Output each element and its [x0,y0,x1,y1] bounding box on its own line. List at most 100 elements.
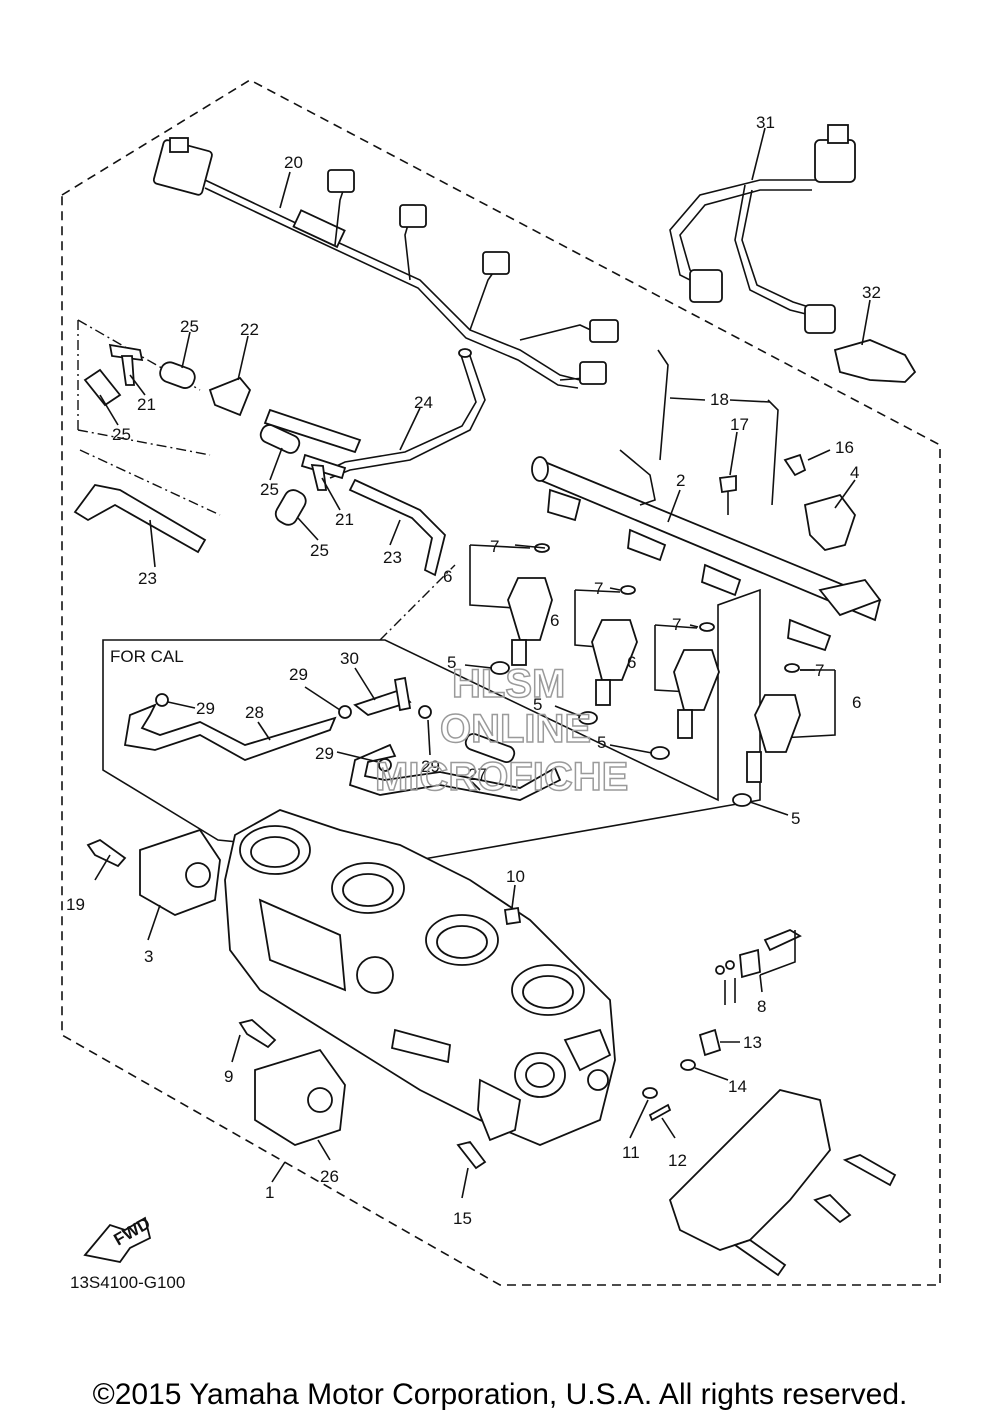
seal-c [650,746,670,760]
hose-23-right [348,478,446,577]
callout-17: 17 [730,415,749,434]
hose-23-frame [79,449,456,641]
bolt-a [842,1154,897,1187]
callout-29: 29 [315,744,334,763]
throttle-position-sensor [139,828,221,916]
sub-wire-harness [669,124,856,334]
clip-a [155,693,169,707]
fuel-pressure-sensor [803,493,857,551]
watermark-line-1: HLSM [452,662,565,706]
bolt-c [733,1239,787,1277]
callout-7: 7 [672,615,681,634]
callout-31: 31 [756,113,775,132]
cable-band-a [657,349,669,461]
callout-6: 6 [852,693,861,712]
seal-b [578,711,598,725]
harness-clamp [833,339,917,383]
washer-14 [680,1059,696,1071]
pin-12 [648,1103,672,1122]
o-ring-c [699,622,715,632]
callout-29: 29 [289,665,308,684]
callout-7: 7 [490,537,499,556]
callout-7: 7 [815,661,824,680]
callout-5: 5 [791,809,800,828]
callout-3: 3 [144,947,153,966]
callout-6: 6 [443,567,452,586]
hose-23-left [73,484,207,554]
callout-labels: 31 20 32 25 22 21 25 24 18 17 16 4 25 21… [66,113,881,1228]
callout-23: 23 [383,548,402,567]
joint-30 [353,688,412,716]
callout-12: 12 [668,1151,687,1170]
callout-25: 25 [260,480,279,499]
vacuum-joints [83,343,362,526]
washer-11 [642,1087,658,1099]
callout-28: 28 [245,703,264,722]
sensor-26 [254,1048,346,1146]
clip-d [378,758,392,772]
for-cal-frame [102,588,761,861]
clip-b [338,705,352,719]
callout-16: 16 [835,438,854,457]
callout-5: 5 [447,653,456,672]
screw-19 [86,838,127,868]
vacuum-hose-frame [77,319,211,456]
cap-13 [698,1028,722,1057]
for-cal-label: FOR CAL [110,647,184,666]
callout-29: 29 [421,757,440,776]
bolt-17 [718,474,737,494]
nut-10 [503,906,522,926]
fuel-injectors [507,577,801,783]
callout-7: 7 [594,579,603,598]
fwd-arrow-icon [83,1216,152,1263]
seal-d [732,793,752,807]
bolt-b [813,1193,852,1224]
callout-5: 5 [533,695,542,714]
callout-18: 18 [710,390,729,409]
callout-9: 9 [224,1067,233,1086]
callout-2: 2 [676,471,685,490]
screw-15 [456,1140,487,1170]
callout-5: 5 [597,733,606,752]
callout-19: 19 [66,895,85,914]
callout-6: 6 [627,653,636,672]
callout-26: 26 [320,1167,339,1186]
screw-set-8 [715,928,802,1005]
callout-14: 14 [728,1077,747,1096]
screw-9 [238,1019,277,1049]
callout-27: 27 [468,765,487,784]
callout-22: 22 [240,320,259,339]
callout-6: 6 [550,611,559,630]
o-ring-b [620,585,636,595]
clip-c [418,705,432,719]
cable-band-b [767,399,779,506]
callout-1: 1 [265,1183,274,1202]
callout-30: 30 [340,649,359,668]
watermark-line-3: MICROFICHE [375,755,628,799]
fuel-delivery-pipe [531,449,882,652]
callout-29: 29 [196,699,215,718]
callout-20: 20 [284,153,303,172]
callout-32: 32 [862,283,881,302]
hose-28 [123,703,337,761]
callout-4: 4 [850,463,859,482]
callout-24: 24 [414,393,433,412]
bracket [668,1089,831,1251]
callout-10: 10 [506,867,525,886]
throttle-body-assy [224,809,616,1146]
leader-lines [94,127,871,1199]
callout-21: 21 [137,395,156,414]
callout-23: 23 [138,569,157,588]
callout-25: 25 [310,541,329,560]
diagram-code: 13S4100-G100 [70,1273,185,1292]
wire-harness [152,137,619,479]
callout-21: 21 [335,510,354,529]
hose-27-cap [464,733,516,763]
callout-11: 11 [622,1143,640,1162]
callout-25: 25 [112,425,131,444]
callout-25: 25 [180,317,199,336]
callout-8: 8 [757,997,766,1016]
watermark: HLSM ONLINE MICROFICHE [374,661,629,800]
